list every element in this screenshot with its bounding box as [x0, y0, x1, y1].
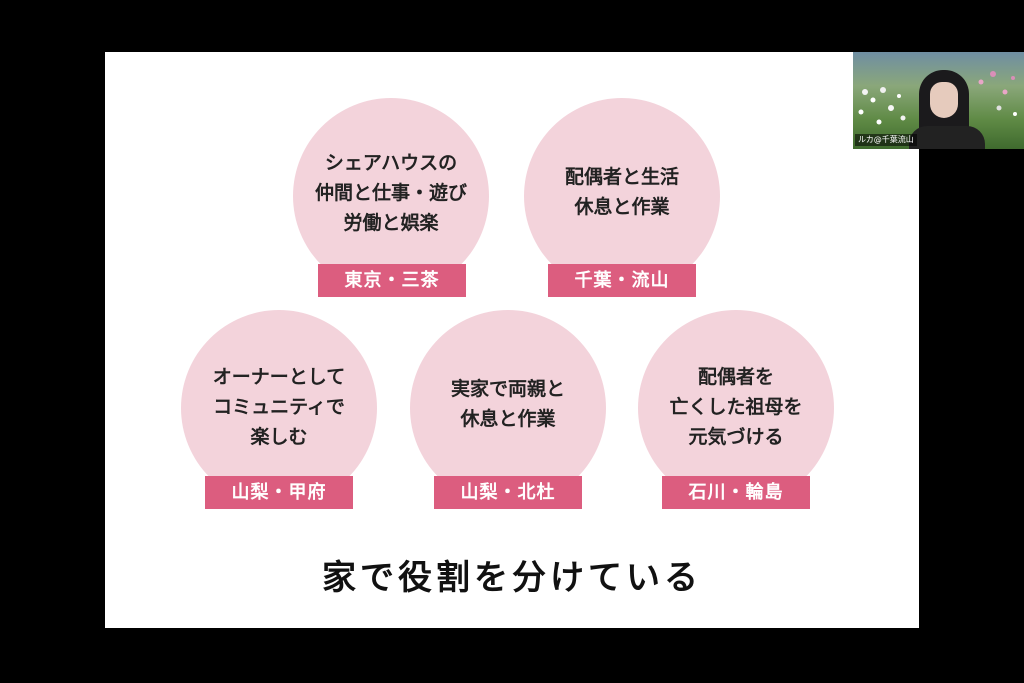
place-label: 千葉・流山	[548, 264, 696, 297]
participant-name-tag: ルカ@千葉流山	[855, 134, 917, 146]
participant-video-tile[interactable]: ルカ@千葉流山	[853, 52, 1024, 149]
place-label: 東京・三茶	[318, 264, 466, 297]
bubble-text: 実家で両親と 休息と作業	[450, 378, 565, 430]
participant-face	[930, 82, 958, 118]
bubble-tokyo-sancha: シェアハウスの 仲間と仕事・遊び 労働と娯楽	[293, 98, 489, 294]
slide-headline: 家で役割を分けている	[322, 558, 702, 598]
participant-body	[909, 126, 985, 149]
bubble-text: オーナーとして コミュニティで 楽しむ	[212, 366, 346, 448]
garden-background-image	[858, 71, 1017, 125]
shared-slide: シェアハウスの 仲間と仕事・遊び 労働と娯楽 東京・三茶 配偶者と生活 休息と作…	[105, 52, 919, 628]
bubble-yamanashi-kofu: オーナーとして コミュニティで 楽しむ	[181, 310, 377, 506]
bubble-chiba-nagareyama: 配偶者と生活 休息と作業	[524, 98, 720, 294]
bubble-text: 配偶者を 亡くした祖母を 元気づける	[669, 366, 803, 448]
place-label: 山梨・北杜	[434, 476, 582, 509]
bubble-text: シェアハウスの 仲間と仕事・遊び 労働と娯楽	[314, 152, 467, 234]
bubble-yamanashi-hokuto: 実家で両親と 休息と作業	[410, 310, 606, 506]
bubble-text: 配偶者と生活 休息と作業	[564, 166, 679, 218]
place-label: 山梨・甲府	[205, 476, 353, 509]
bubble-ishikawa-wajima: 配偶者を 亡くした祖母を 元気づける	[638, 310, 834, 506]
place-label: 石川・輪島	[662, 476, 810, 509]
